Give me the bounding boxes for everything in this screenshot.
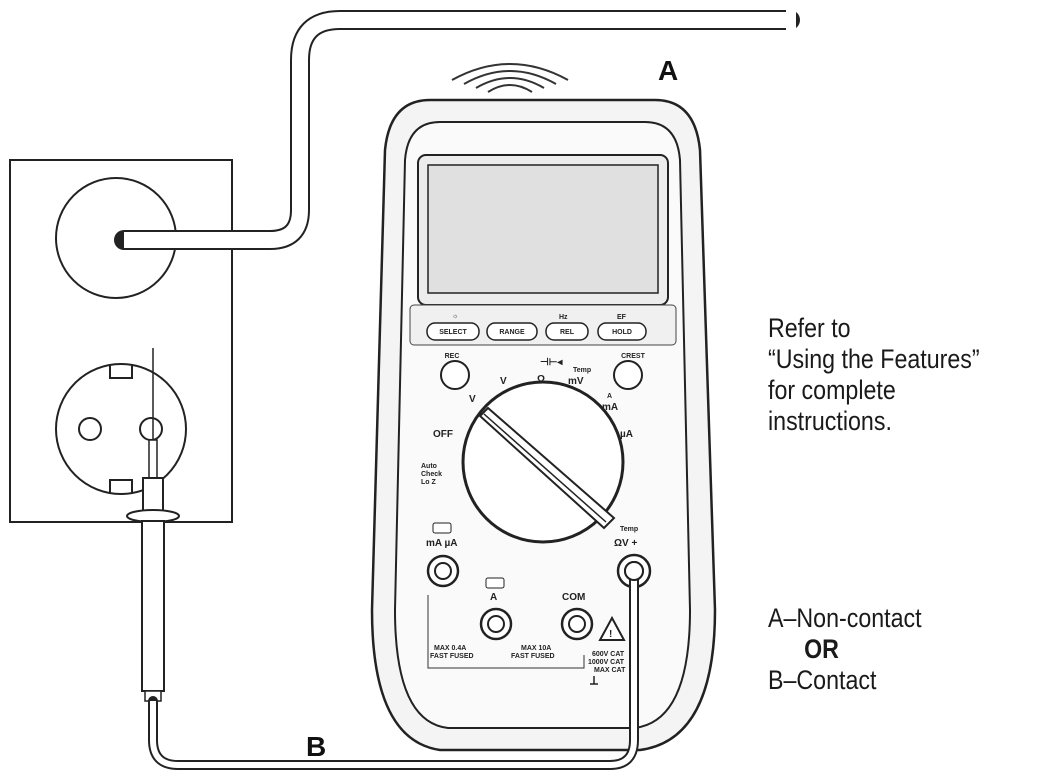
cord-inner (124, 12, 790, 248)
outlet-notch-bottom (109, 479, 133, 494)
rel-button[interactable]: REL (545, 322, 589, 341)
test-probe-icon (126, 348, 644, 770)
rel-button-label: REL (560, 329, 575, 336)
legend-non-contact: A–Non-contact (768, 603, 922, 633)
jack-temp-label: Temp (620, 526, 638, 533)
outlet-icon (9, 159, 233, 523)
range-button-label: RANGE (499, 329, 525, 336)
select-button-label: SELECT (439, 329, 467, 336)
fuse-bracket (427, 595, 585, 669)
dial-temp-label: Temp (573, 367, 591, 374)
fuse-icon-left (432, 522, 452, 534)
rel-caption: Hz (559, 314, 568, 321)
ground-symbol (590, 676, 598, 685)
dial-pointer (478, 406, 616, 530)
fuse-note-mid-2: FAST FUSED (511, 653, 555, 660)
fuse-note-mid-1: MAX 10A (521, 645, 551, 652)
dial-v-ac: V (469, 394, 476, 405)
range-button[interactable]: RANGE (486, 322, 538, 341)
dial-a-upper: A (607, 393, 612, 400)
legend-contact: B–Contact (768, 665, 877, 695)
outlet-lower-socket (55, 363, 187, 495)
svg-text:!: ! (609, 629, 612, 640)
label-a: A (658, 55, 678, 86)
hold-button-label: HOLD (612, 329, 632, 336)
outlet-plate (9, 159, 233, 523)
test-lead-plug (624, 561, 644, 581)
select-button[interactable]: SELECT (426, 322, 480, 341)
fuse-note-left-1: MAX 0.4A (434, 645, 466, 652)
fuse-note-right-3: MAX CAT (594, 667, 626, 674)
outlet-hole-left (78, 417, 102, 441)
jack-ma-ua-label: mA µA (426, 538, 458, 549)
dial-mv: mV (568, 376, 584, 387)
fuse-icon-middle (485, 577, 505, 589)
fuse-note-left-2: FAST FUSED (430, 653, 474, 660)
cord-cut (786, 8, 796, 34)
note-line-2: “Using the Features” (768, 344, 980, 374)
note-line-1: Refer to (768, 313, 851, 343)
note-line-3: for complete (768, 375, 896, 405)
dial-pointer-line (483, 413, 607, 523)
jack-a-label: A (490, 592, 497, 603)
crest-button[interactable] (613, 360, 643, 390)
dial-off: OFF (433, 429, 453, 440)
warning-triangle-icon: ! (598, 615, 626, 641)
outlet-hole-right (139, 417, 163, 441)
select-caption: ☼ (452, 313, 458, 320)
crest-label: CREST (621, 353, 645, 360)
jack-v-label: ΩV + (614, 538, 637, 549)
outlet-notch-top (109, 364, 133, 379)
dial-ua: µA (620, 429, 633, 440)
probe-handle (141, 520, 165, 692)
label-b: B (306, 731, 326, 762)
test-lead-inner (150, 571, 637, 768)
rec-label: REC (445, 353, 460, 360)
signal-waves-icon (451, 63, 569, 93)
dial-ma: mA (602, 402, 618, 413)
probe-neck (148, 439, 158, 479)
meter-display[interactable] (427, 164, 659, 294)
legend-or: OR (804, 634, 839, 664)
fuse-note-right-2: 1000V CAT (588, 659, 625, 666)
dial-v-dc: V (500, 376, 507, 387)
fuse-note-right-1: 600V CAT (592, 651, 625, 658)
hold-caption: EF (617, 314, 627, 321)
auto-check-line2: Check (421, 471, 442, 478)
note-line-4: instructions. (768, 406, 892, 436)
rec-button[interactable] (440, 360, 470, 390)
auto-check-line1: Auto (421, 463, 437, 470)
dial-ohm: Ω (537, 374, 545, 385)
auto-check-line3: Lo Z (421, 479, 436, 486)
hold-button[interactable]: HOLD (597, 322, 647, 341)
instructions-note: Refer to “Using the Features” for comple… (768, 313, 980, 437)
capacitor-diode-label: ⊣⊢◂ (540, 357, 563, 368)
plug-icon (114, 8, 800, 250)
multimeter: ☼ Hz EF SELECT RANGE REL HOLD REC CREST … (370, 98, 717, 752)
method-legend: A–Non-contact OR B–Contact (768, 603, 922, 696)
probe-collar (142, 477, 164, 514)
jack-com-label: COM (562, 592, 585, 603)
